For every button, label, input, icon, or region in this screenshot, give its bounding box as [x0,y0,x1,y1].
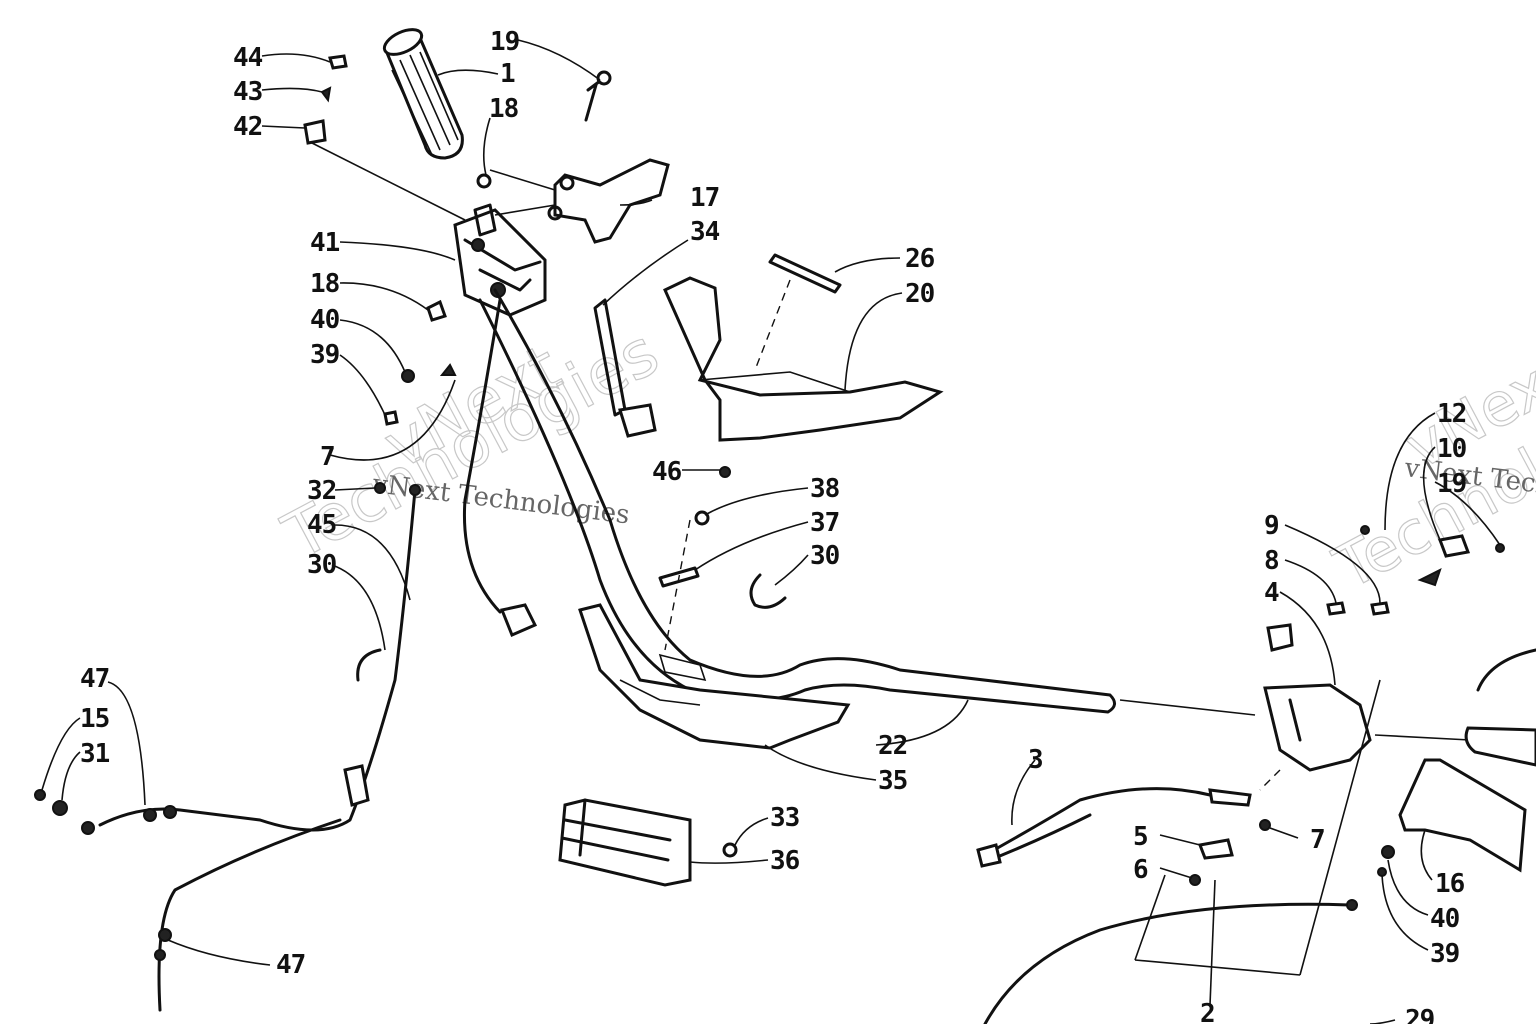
callout-5: 5 [1133,822,1148,852]
callout-43: 43 [233,77,262,107]
callout-labels: 44 43 42 19 1 18 17 34 41 18 40 39 7 32 … [80,27,1468,1024]
callout-4: 4 [1264,578,1279,608]
callout-2: 2 [1200,999,1215,1024]
callout-12: 12 [1437,399,1466,429]
callout-leaders [41,39,1501,1024]
callout-40-left: 40 [310,305,340,335]
fittings-right [1360,525,1505,587]
callout-18-mid: 18 [310,269,340,299]
right-switch-housing [1119,601,1471,791]
callout-45: 45 [307,510,336,540]
callout-36: 36 [770,846,800,876]
nut-46 [719,466,731,478]
callout-33: 33 [770,803,799,833]
watermark: Technologies vNext vNext Technologies Te… [271,315,1536,604]
callout-35: 35 [878,766,907,796]
left-harness [34,298,538,1012]
callout-8: 8 [1264,546,1279,576]
callout-39-right: 39 [1430,939,1459,969]
callout-7-left: 7 [320,442,335,472]
callout-34: 34 [690,217,720,247]
callout-7-right: 7 [1310,825,1325,855]
callout-6: 6 [1133,855,1148,885]
callout-18-top: 18 [489,94,519,124]
left-grip [382,28,464,160]
callout-19-right: 19 [1437,469,1466,499]
callout-46: 46 [652,457,682,487]
callout-16: 16 [1435,869,1465,899]
callout-30-left: 30 [307,550,337,580]
callout-17: 17 [690,183,719,213]
callout-47-top: 47 [80,664,109,694]
callout-47-bottom: 47 [276,950,305,980]
callout-20: 20 [905,279,935,309]
callout-30-mid: 30 [810,541,840,571]
callout-3: 3 [1028,745,1043,775]
callout-40-right: 40 [1430,904,1460,934]
callout-15: 15 [80,704,109,734]
fasteners-left [383,299,457,426]
fasteners-38-37-30 [658,510,787,651]
callout-9: 9 [1264,511,1279,541]
callout-42: 42 [233,112,262,142]
callout-1: 1 [500,59,515,89]
callout-44: 44 [233,43,263,73]
throttle-housing [453,203,547,317]
clip-34 [593,298,657,438]
block-36 [558,798,738,887]
callout-37: 37 [810,508,839,538]
small-fittings-left [303,54,466,221]
callout-41: 41 [310,228,340,258]
bracket-17 [476,70,670,244]
callout-32: 32 [307,476,336,506]
right-grip [1377,648,1536,877]
callout-38: 38 [810,474,840,504]
handlebar-22 [478,288,1116,714]
callout-39-left: 39 [310,340,339,370]
callout-22: 22 [878,731,907,761]
callout-29: 29 [1405,1005,1434,1024]
pad-20 [663,253,944,442]
callout-10: 10 [1437,434,1467,464]
callout-26: 26 [905,244,935,274]
bracket-35 [578,603,851,750]
callout-19-left: 19 [490,27,519,57]
right-harness [976,679,1381,1024]
callout-31: 31 [80,739,110,769]
